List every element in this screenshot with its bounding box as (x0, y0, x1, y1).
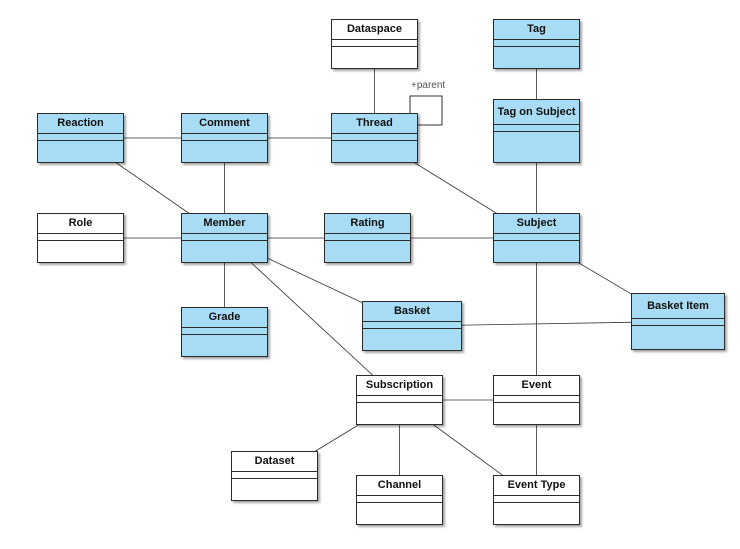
class-tag: Tag (493, 19, 580, 69)
class-attributes (332, 40, 417, 47)
class-operations (357, 403, 442, 424)
class-operations (38, 241, 123, 262)
class-name: Comment (182, 114, 267, 134)
class-attributes (494, 234, 579, 241)
class-name: Subscription (357, 376, 442, 396)
class-operations (38, 141, 123, 162)
self-association-label: +parent (411, 80, 446, 91)
association-member-subscription (224, 237, 400, 401)
class-name: Tag (494, 20, 579, 40)
class-attributes (357, 396, 442, 403)
class-operations (494, 403, 579, 424)
class-name: Basket Item (632, 294, 724, 319)
class-operations (332, 47, 417, 68)
class-rating: Rating (324, 213, 411, 263)
class-attributes (494, 40, 579, 47)
class-name: Member (182, 214, 267, 234)
class-name: Grade (182, 308, 267, 328)
class-attributes (182, 234, 267, 241)
class-attributes (494, 496, 579, 503)
class-attributes (632, 319, 724, 326)
class-attributes (332, 134, 417, 141)
class-name: Tag on Subject (494, 100, 579, 125)
class-operations (332, 141, 417, 162)
class-name: Event Type (494, 476, 579, 496)
class-name: Channel (357, 476, 442, 496)
class-dataspace: Dataspace (331, 19, 418, 69)
class-name: Dataspace (332, 20, 417, 40)
class-operations (182, 335, 267, 356)
class-attributes (182, 134, 267, 141)
class-event-type: Event Type (493, 475, 580, 525)
class-subscription: Subscription (356, 375, 443, 425)
class-thread: Thread (331, 113, 418, 163)
class-role: Role (37, 213, 124, 263)
class-operations (363, 329, 461, 350)
class-operations (494, 47, 579, 68)
class-operations (182, 241, 267, 262)
class-reaction: Reaction (37, 113, 124, 163)
class-attributes (363, 322, 461, 329)
self-association-thread-parent (409, 95, 443, 126)
class-channel: Channel (356, 475, 443, 525)
class-name: Reaction (38, 114, 123, 134)
class-event: Event (493, 375, 580, 425)
class-operations (494, 241, 579, 262)
class-comment: Comment (181, 113, 268, 163)
class-basket: Basket (362, 301, 462, 351)
class-attributes (38, 134, 123, 141)
class-operations (494, 503, 579, 524)
class-name: Basket (363, 302, 461, 322)
class-attributes (494, 125, 579, 132)
class-operations (182, 141, 267, 162)
class-dataset: Dataset (231, 451, 318, 501)
class-name: Rating (325, 214, 410, 234)
class-basket-item: Basket Item (631, 293, 725, 350)
class-name: Role (38, 214, 123, 234)
class-attributes (38, 234, 123, 241)
class-name: Thread (332, 114, 417, 134)
class-attributes (232, 472, 317, 479)
class-name: Event (494, 376, 579, 396)
class-operations (325, 241, 410, 262)
class-tag-on-subject: Tag on Subject (493, 99, 580, 163)
class-attributes (325, 234, 410, 241)
class-operations (357, 503, 442, 524)
class-member: Member (181, 213, 268, 263)
class-attributes (494, 396, 579, 403)
class-subject: Subject (493, 213, 580, 263)
class-operations (232, 479, 317, 500)
class-attributes (182, 328, 267, 335)
class-operations (632, 326, 724, 349)
class-grade: Grade (181, 307, 268, 357)
class-attributes (357, 496, 442, 503)
class-operations (494, 132, 579, 162)
class-name: Subject (494, 214, 579, 234)
class-name: Dataset (232, 452, 317, 472)
